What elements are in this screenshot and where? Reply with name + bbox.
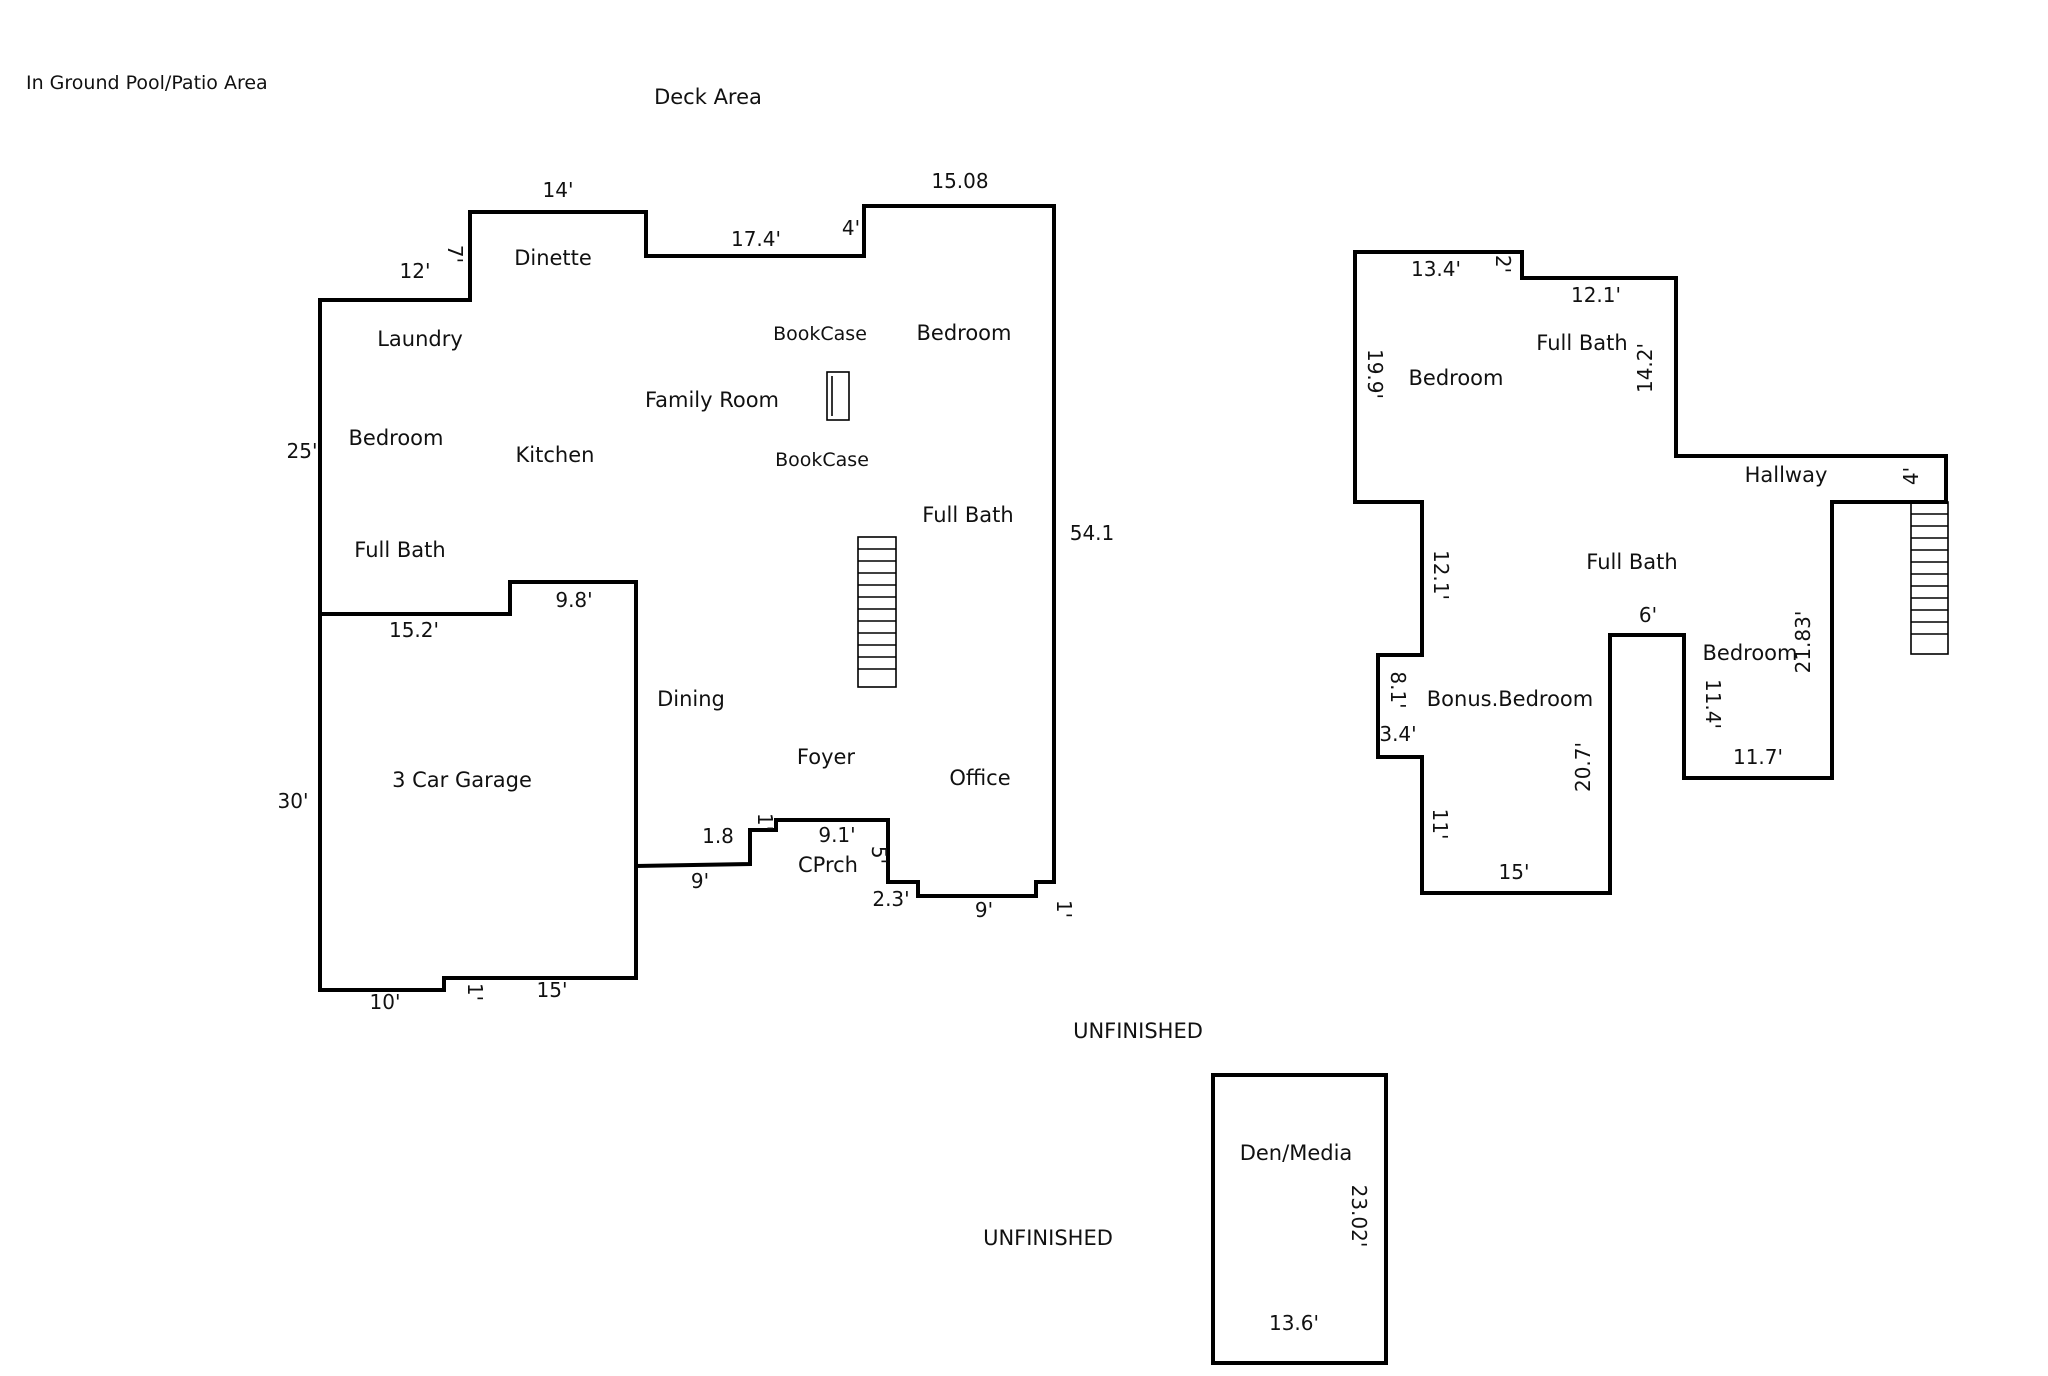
room-garage: 3 Car Garage (392, 768, 532, 792)
room-laundry: Laundry (377, 327, 463, 351)
room-den-media: Den/Media (1240, 1141, 1353, 1165)
dim-den-width: 13.6' (1269, 1311, 1319, 1335)
upper-room-full-bath-top: Full Bath (1536, 331, 1627, 355)
room-foyer: Foyer (797, 745, 856, 769)
bookcase-top-label: BookCase (773, 323, 867, 345)
upper-dim-8-1: 8.1' (1386, 671, 1410, 708)
room-covered-porch: CPrch (798, 853, 858, 877)
fireplace-icon (826, 371, 850, 421)
dim-garage-notch: 9.8' (555, 588, 592, 612)
dim-right-depth: 54.1 (1070, 521, 1115, 545)
label-deck-area: Deck Area (654, 85, 762, 109)
dim-porch-9-1: 9.1' (818, 823, 855, 847)
upper-room-bedroom-right: Bedroom (1703, 641, 1798, 665)
dim-garage-bottom-right: 15' (537, 978, 568, 1002)
dim-bottom-9: 9' (975, 898, 993, 922)
label-unfinished-2: UNFINISHED (983, 1226, 1113, 1250)
upper-dim-3-4: 3.4' (1379, 722, 1416, 746)
dim-porch-1: 1' (753, 813, 777, 831)
dim-laundry-width: 12' (400, 259, 431, 283)
upper-dim-12-1-top: 12.1' (1571, 283, 1621, 307)
dim-dinette-step: 7' (443, 245, 467, 263)
garage-outline (318, 614, 638, 992)
dim-step-4: 4' (842, 216, 860, 240)
upper-dim-21-83: 21.83' (1791, 611, 1815, 674)
dim-left-25: 25' (287, 439, 318, 463)
upper-dim-4: 4' (1899, 467, 1923, 485)
dim-den-depth: 23.02' (1347, 1185, 1371, 1248)
upper-room-bedroom-top: Bedroom (1409, 366, 1504, 390)
upper-dim-14-2: 14.2' (1633, 343, 1657, 393)
dim-garage-depth: 30' (278, 789, 309, 813)
room-office: Office (949, 766, 1010, 790)
dim-dinette-width: 14' (543, 178, 574, 202)
upper-room-hallway: Hallway (1745, 463, 1828, 487)
room-full-bath-left: Full Bath (354, 538, 445, 562)
upper-room-bonus-bedroom: Bonus.Bedroom (1427, 687, 1593, 711)
dim-porch-9: 9' (691, 869, 709, 893)
dim-deck-wall: 17.4' (731, 227, 781, 251)
room-kitchen: Kitchen (516, 443, 595, 467)
room-dinette: Dinette (514, 246, 592, 270)
main-floor-outline (318, 204, 1056, 898)
room-bedroom-left: Bedroom (349, 426, 444, 450)
upper-dim-15: 15' (1499, 860, 1530, 884)
dim-rear-width: 15.08 (931, 169, 988, 193)
room-full-bath-right: Full Bath (922, 503, 1013, 527)
upper-room-full-bath-mid: Full Bath (1586, 550, 1677, 574)
den-media-outline (1211, 1073, 1388, 1365)
upper-dim-11-7: 11.7' (1733, 745, 1783, 769)
bookcase-bottom-label: BookCase (775, 449, 869, 471)
room-dining: Dining (657, 687, 725, 711)
basement: Den/Media 23.02' 13.6' (1211, 1073, 1388, 1365)
upper-dim-19-9: 19.9' (1363, 349, 1387, 399)
dim-porch-1-8: 1.8 (702, 824, 734, 848)
main-staircase (857, 536, 897, 688)
upper-floor: Bedroom Full Bath Hallway Full Bath Bedr… (1353, 250, 1949, 895)
dim-garage-top: 15.2' (389, 618, 439, 642)
label-unfinished-1: UNFINISHED (1073, 1019, 1203, 1043)
dim-garage-jog: 1' (463, 983, 487, 1001)
upper-staircase (1910, 501, 1949, 655)
room-bedroom-right: Bedroom (917, 321, 1012, 345)
upper-dim-12-1-left: 12.1' (1429, 550, 1453, 600)
dim-porch-5: 5' (867, 846, 891, 864)
upper-dim-6: 6' (1639, 603, 1657, 627)
upper-dim-11-4: 11.4' (1701, 679, 1725, 729)
upper-dim-13-4: 13.4' (1411, 257, 1461, 281)
upper-dim-11: 11' (1428, 809, 1452, 840)
upper-dim-2: 2' (1491, 255, 1515, 273)
main-floor: Dinette Laundry Bedroom Kitchen Full Bat… (278, 169, 1115, 1014)
dim-2-3: 2.3' (872, 887, 909, 911)
dim-bottom-1: 1' (1052, 900, 1076, 918)
upper-dim-20-7: 20.7' (1571, 742, 1595, 792)
upper-floor-outline (1353, 250, 1948, 895)
room-family-room: Family Room (645, 388, 779, 412)
dim-garage-bottom-left: 10' (370, 990, 401, 1014)
label-pool-patio: In Ground Pool/Patio Area (26, 72, 268, 94)
